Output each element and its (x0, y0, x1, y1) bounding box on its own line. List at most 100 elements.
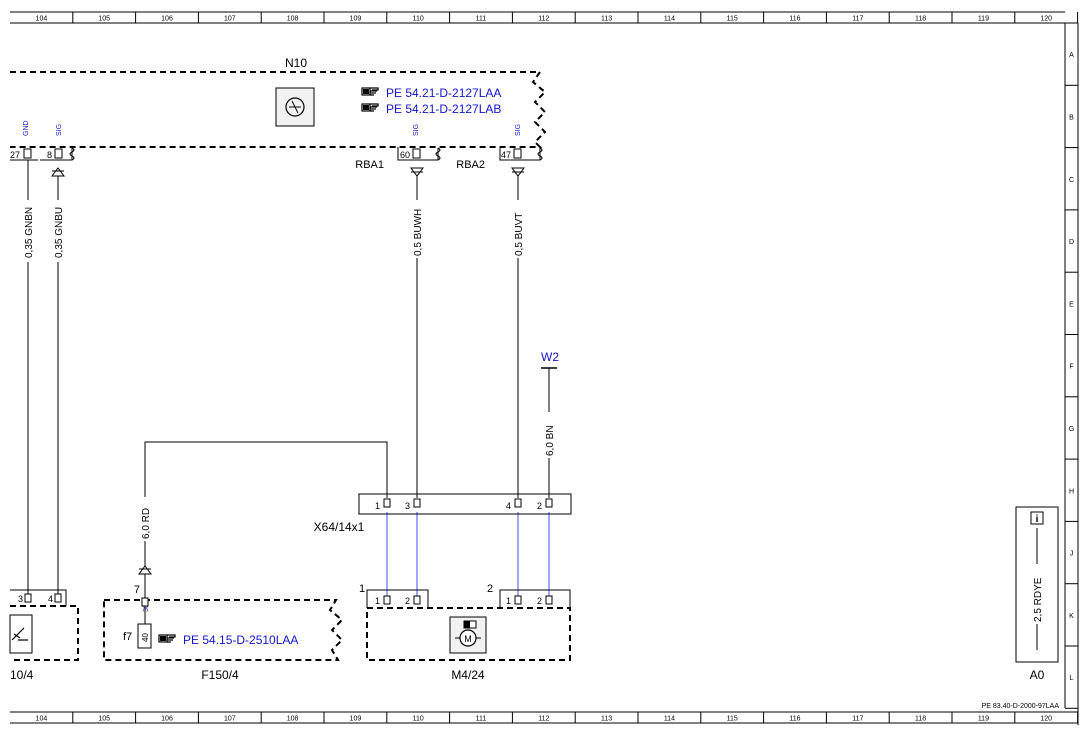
row-letter: D (1069, 239, 1074, 246)
fuse-name: f7 (123, 631, 132, 643)
n10-pin-8: SIG 8 (40, 124, 75, 177)
column-number: 117 (852, 716, 863, 723)
n10-pin-60: SIG 60 RBA1 (355, 124, 441, 177)
column-number: 109 (350, 716, 362, 723)
wire-label: 0,5 BUVT (514, 213, 525, 256)
column-number: 104 (36, 716, 48, 723)
column-number: 113 (601, 716, 612, 723)
wire-label: 6,0 RD (141, 508, 152, 539)
fuse-value: 40 (141, 633, 150, 642)
column-number: 115 (727, 16, 738, 23)
column-number: 114 (664, 16, 675, 23)
group-number: 2 (487, 583, 493, 595)
column-number: 120 (1040, 716, 1052, 723)
reference-hand-icon (158, 634, 176, 643)
reference-hand-icon (361, 103, 379, 112)
motor-icon: M (449, 616, 487, 654)
fuse-icon: 40 (137, 623, 152, 649)
footer-reference: PE 83.40-D-2000-97LAA (982, 703, 1060, 710)
pin-number: 8 (47, 150, 52, 160)
left-component: 3 4 10/4 (9, 589, 79, 682)
column-ruler: 1041041051051061061071071081081091091101… (36, 12, 1079, 723)
row-letter: G (1069, 426, 1074, 433)
column-number: 104 (36, 16, 48, 23)
row-letter: B (1069, 114, 1074, 121)
wire-label: 2,5 RDYE (1033, 577, 1044, 622)
sensor-icon (9, 614, 33, 654)
pin-number: 1 (506, 596, 511, 606)
pin-number: 1 (375, 596, 380, 606)
pin-number: 1 (375, 501, 380, 511)
a0-info-box: i 2,5 RDYE A0 (1015, 506, 1059, 682)
w2-ground-label[interactable]: W2 (541, 350, 559, 364)
column-number: 107 (224, 16, 236, 23)
a0-title: A0 (1030, 668, 1045, 682)
motor-glyph: M (464, 634, 472, 644)
rba1-label: RBA1 (355, 159, 384, 171)
n10-pin-27: GND 27 (10, 120, 38, 161)
column-number: 111 (476, 716, 487, 723)
m4-24-motor: 1 2 1 2 1 2 M M4/24 (359, 583, 571, 682)
left-component-title: 10/4 (10, 668, 34, 682)
pin-number: 2 (537, 501, 542, 511)
column-number: 114 (664, 716, 675, 723)
column-number: 105 (98, 716, 110, 723)
n10-ref-2[interactable]: PE 54.21-D-2127LAB (386, 102, 501, 116)
column-number: 117 (852, 16, 863, 23)
wire-buwh: 0,5 BUWH (411, 176, 424, 498)
column-number: 112 (538, 716, 549, 723)
reference-hand-icon (361, 87, 379, 96)
pin-tag-sig: SIG (515, 124, 522, 136)
n10-ref-1[interactable]: PE 54.21-D-2127LAA (386, 86, 501, 100)
pin-number: 3 (405, 501, 410, 511)
column-number: 106 (161, 716, 173, 723)
wire-gnbu: 0,35 GNBU (52, 176, 65, 596)
blue-wires (386, 512, 550, 596)
n10-pin-47: SIG 47 RBA2 (456, 124, 543, 177)
wire-label: 0,5 BUWH (413, 209, 424, 256)
column-number: 108 (287, 716, 299, 723)
pin-number: 2 (405, 596, 410, 606)
column-number: 109 (350, 16, 362, 23)
row-letter: J (1070, 551, 1074, 558)
column-number: 115 (727, 716, 738, 723)
column-number: 105 (98, 16, 110, 23)
column-number: 110 (413, 716, 424, 723)
pin-number: 4 (506, 501, 511, 511)
f150-fuse-box: 7 30 40 f7 PE 54.15-D-2510LAA F150/4 (103, 584, 344, 682)
pin-tag-sig: SIG (413, 124, 420, 136)
column-number: 110 (413, 16, 424, 23)
pin-number: 3 (18, 594, 23, 604)
wire-label: 0,35 GNBN (24, 207, 35, 258)
f150-ref[interactable]: PE 54.15-D-2510LAA (183, 633, 298, 647)
column-number: 118 (915, 16, 926, 23)
wire-bn: 6,0 BN W2 (541, 350, 559, 498)
column-number: 120 (1040, 16, 1052, 23)
pin-number: 27 (10, 150, 20, 160)
wire-gnbn: 0,35 GNBN (22, 160, 35, 596)
info-icon: i (1036, 514, 1039, 525)
pin-number: 60 (400, 150, 410, 160)
row-letter: L (1070, 675, 1074, 682)
column-number: 107 (224, 716, 236, 723)
n10-control-unit: N10 PE 54.21-D-2127LAA PE 54.21-D-2127LA… (10, 56, 547, 148)
control-module-icon (275, 87, 315, 127)
row-letter: A (1069, 52, 1074, 59)
pin-tag-sig: SIG (56, 124, 63, 136)
column-number: 108 (287, 16, 299, 23)
x64-connector: 1 3 4 2 X64/14x1 (314, 493, 572, 534)
pin-number: 2 (537, 596, 542, 606)
rba2-label: RBA2 (456, 159, 485, 171)
group-number: 1 (359, 583, 365, 595)
column-number: 112 (538, 16, 549, 23)
pin-number: 4 (48, 594, 53, 604)
f150-title: F150/4 (201, 668, 239, 682)
row-letter: C (1069, 177, 1074, 184)
column-number: 118 (915, 716, 926, 723)
row-letter: F (1069, 364, 1073, 371)
row-letter: H (1069, 488, 1074, 495)
m4-24-title: M4/24 (451, 668, 485, 682)
row-letter: E (1069, 301, 1074, 308)
column-number: 116 (789, 16, 800, 23)
